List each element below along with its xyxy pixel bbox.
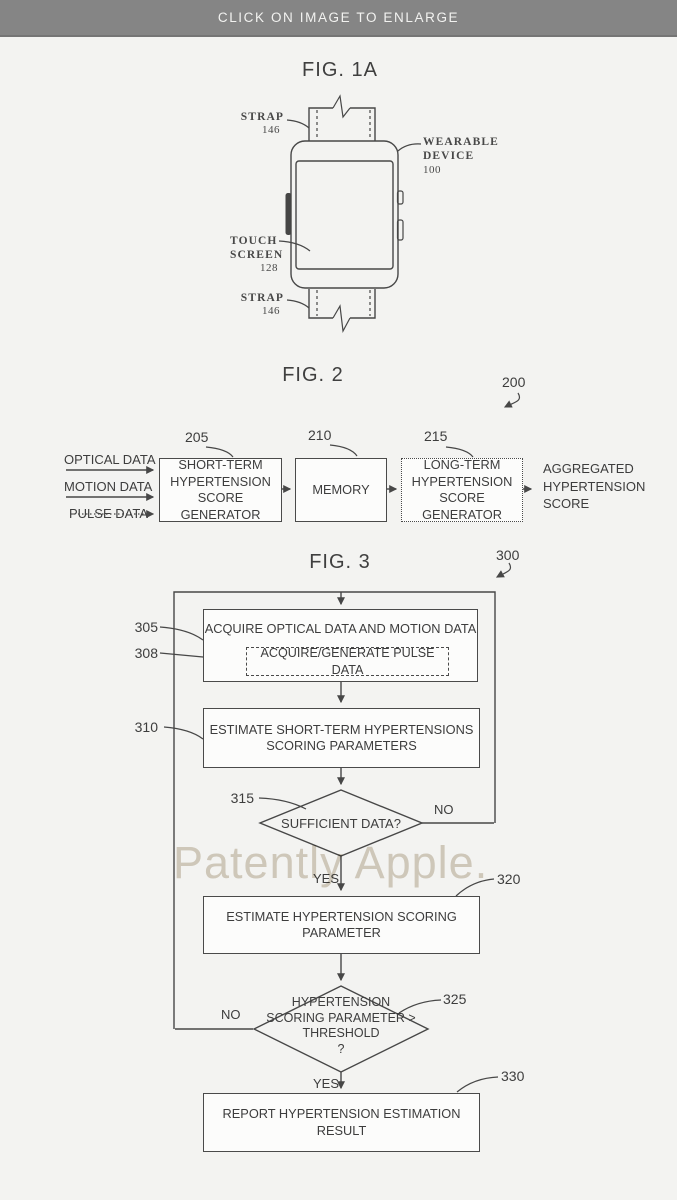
branch-no-threshold: NO xyxy=(221,1007,241,1022)
box-acquire-pulse-data: ACQUIRE/GENERATE PULSE DATA xyxy=(246,647,449,676)
patent-figure-image[interactable]: FIG. 1A STRAP 146 WEARABLE DEVICE 100 TO… xyxy=(0,35,677,1200)
strap-top xyxy=(309,96,375,141)
strap-bottom xyxy=(309,289,375,331)
box-short-term-generator: SHORT-TERM HYPERTENSION SCORE GENERATOR xyxy=(159,458,282,522)
branch-no-sufficient: NO xyxy=(434,802,454,817)
patently-apple-watermark: Patently Apple. xyxy=(173,837,488,889)
branch-yes-threshold: YES xyxy=(313,1076,339,1091)
fig1a-leader-lines xyxy=(279,120,421,308)
box-report-result: REPORT HYPERTENSION ESTIMATION RESULT xyxy=(203,1093,480,1152)
box-long-term-generator: LONG-TERM HYPERTENSION SCORE GENERATOR xyxy=(401,458,523,522)
box-memory: MEMORY xyxy=(295,458,387,522)
wearable-device-drawing xyxy=(279,96,421,331)
touch-screen xyxy=(296,161,393,269)
box-estimate-short-term: ESTIMATE SHORT-TERM HYPERTENSIONS SCORIN… xyxy=(203,708,480,768)
box-estimate-hypertension: ESTIMATE HYPERTENSION SCORING PARAMETER xyxy=(203,896,480,954)
watch-body xyxy=(291,141,398,288)
decision-threshold-label: HYPERTENSION SCORING PARAMETER > THRESHO… xyxy=(251,995,431,1057)
crown-button xyxy=(286,193,292,235)
decision-sufficient-data-label: SUFFICIENT DATA? xyxy=(261,816,421,831)
